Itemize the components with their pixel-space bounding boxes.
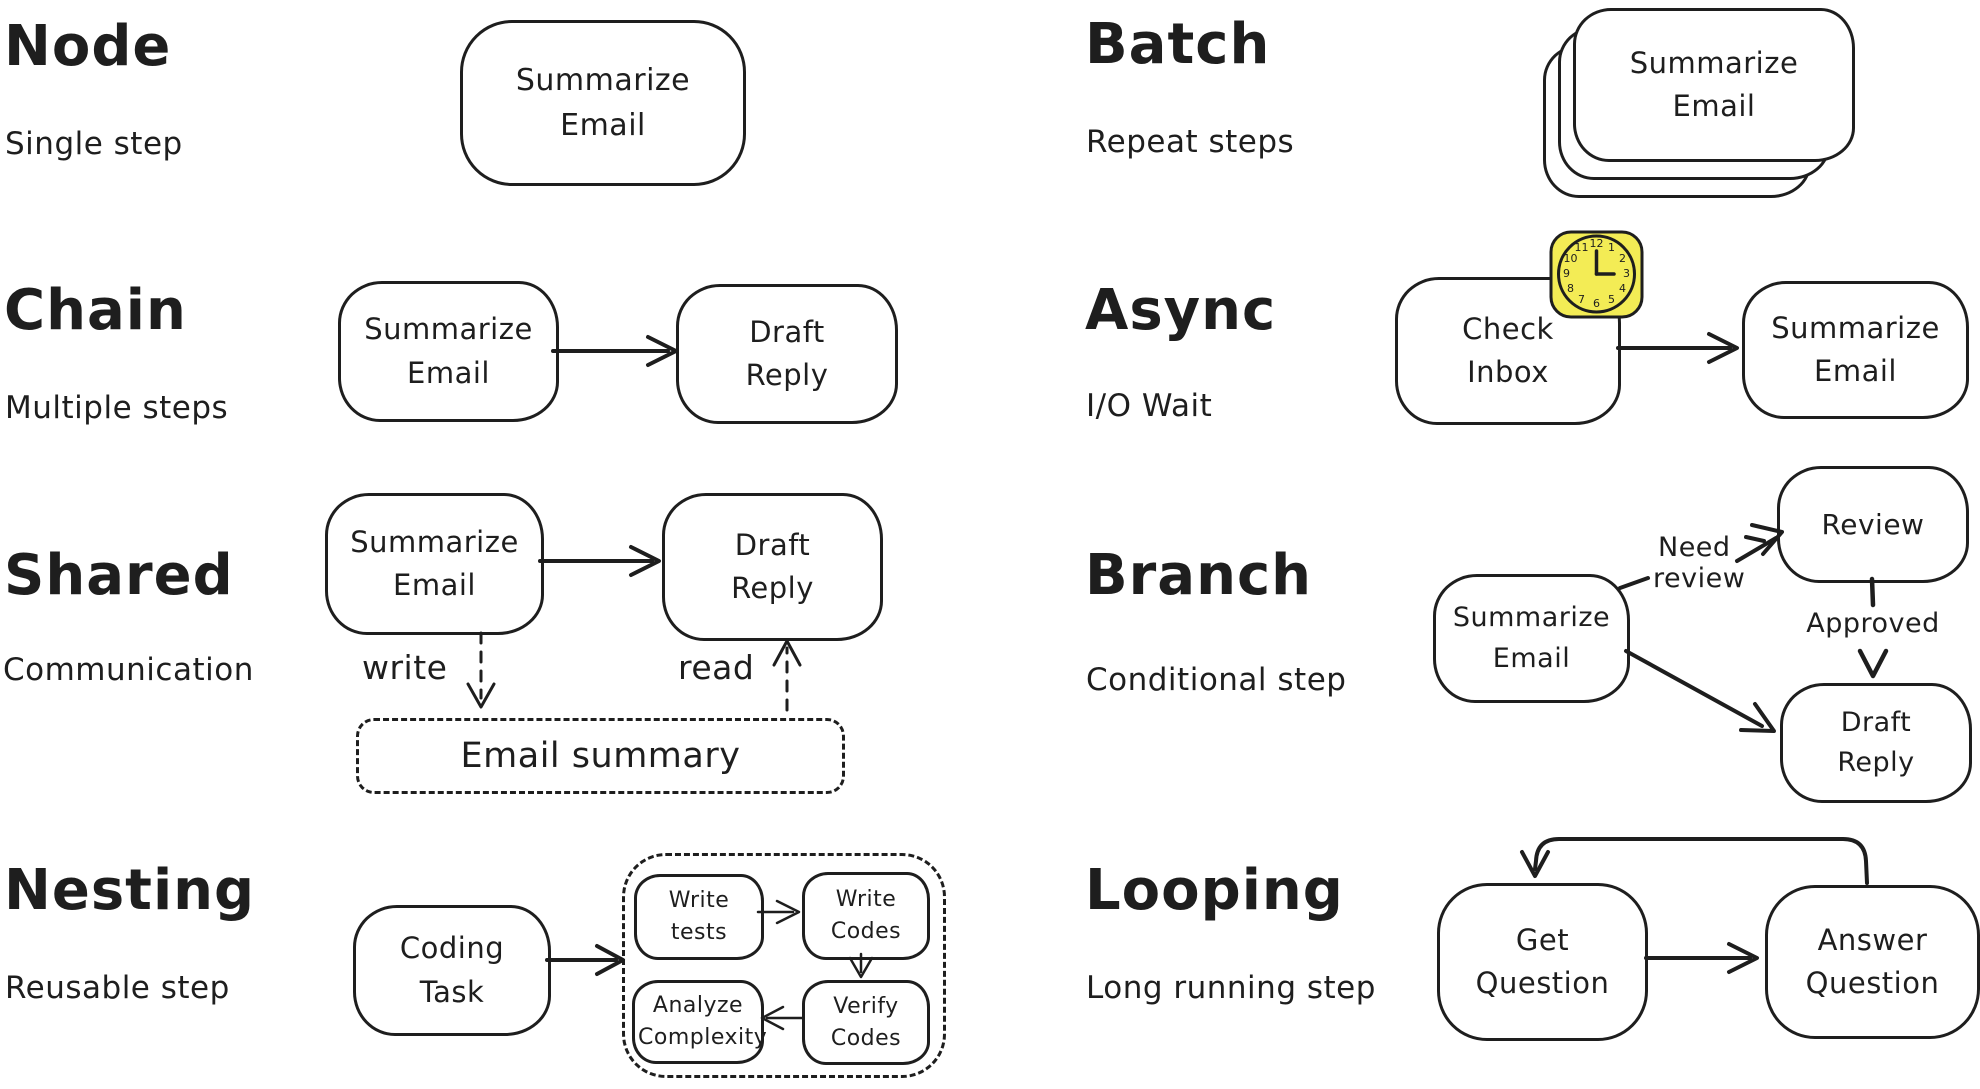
shared-summarize-email-box: Summarize Email <box>325 493 544 635</box>
chain-draft-reply-box: Draft Reply <box>676 284 898 424</box>
shared-section-subtitle: Communication <box>3 652 254 688</box>
clock-numeral: 7 <box>1578 293 1585 306</box>
nesting-arrow <box>545 944 625 976</box>
chain-summarize-email-box: Summarize Email <box>338 281 559 422</box>
branch-summarize-email-label: Summarize Email <box>1452 602 1611 674</box>
async-summarize-email-box: Summarize Email <box>1742 281 1969 419</box>
clock-numeral: 12 <box>1590 237 1604 250</box>
branch-approved-label: Approved <box>1806 608 1940 639</box>
nesting-analyze-complexity-box: Analyze Complexity <box>632 980 768 1064</box>
nesting-coding-task-label: Coding Task <box>399 931 505 1009</box>
nesting-write-tests-label: Write tests <box>668 888 730 945</box>
clock-numeral: 2 <box>1619 252 1626 265</box>
looping-get-question-label: Get Question <box>1475 922 1610 1001</box>
node-section-subtitle: Single step <box>5 126 183 162</box>
branch-review-condition-label: review <box>1653 563 1746 594</box>
chain-section-title: Chain <box>4 278 187 343</box>
branch-section-title: Branch <box>1085 543 1313 608</box>
clock-numeral: 9 <box>1563 267 1570 280</box>
nesting-verify-codes-label: Verify Codes <box>830 993 902 1051</box>
nesting-coding-task-box: Coding Task <box>353 905 551 1036</box>
branch-summarize-email-box: Summarize Email <box>1433 574 1630 703</box>
nesting-write-codes-label: Write Codes <box>830 887 902 944</box>
async-section-subtitle: I/O Wait <box>1086 388 1213 424</box>
nesting-write-codes-box: Write Codes <box>802 872 930 960</box>
branch-section-subtitle: Conditional step <box>1086 662 1347 698</box>
nesting-write-tests-box: Write tests <box>634 874 764 960</box>
clock-icon: 12 1 2 3 4 5 6 7 8 9 10 11 <box>1549 230 1644 319</box>
shared-section-title: Shared <box>4 543 234 608</box>
shared-draft-reply-label: Draft Reply <box>731 527 814 606</box>
clock-numeral: 4 <box>1619 282 1626 295</box>
batch-summarize-email-label: Summarize Email <box>1629 45 1799 124</box>
shared-write-arrow <box>466 631 496 709</box>
chain-section-subtitle: Multiple steps <box>5 390 229 426</box>
branch-draft-reply-label: Draft Reply <box>1837 706 1915 779</box>
async-arrow <box>1616 332 1739 364</box>
looping-answer-question-label: Answer Question <box>1805 922 1940 1001</box>
shared-draft-reply-box: Draft Reply <box>662 493 883 641</box>
async-summarize-email-label: Summarize Email <box>1771 310 1940 389</box>
shared-read-label: read <box>678 648 755 687</box>
looping-section-title: Looping <box>1085 858 1344 923</box>
nesting-verify-codes-box: Verify Codes <box>802 980 930 1065</box>
node-section-title: Node <box>4 14 172 79</box>
clock-numeral: 11 <box>1575 241 1589 254</box>
looping-get-question-box: Get Question <box>1437 883 1648 1041</box>
nesting-section-subtitle: Reusable step <box>5 970 230 1006</box>
chain-draft-reply-label: Draft Reply <box>745 314 829 393</box>
clock-numeral: 6 <box>1593 297 1600 310</box>
node-summarize-email-box: Summarize Email <box>460 20 746 186</box>
batch-section-subtitle: Repeat steps <box>1086 124 1295 160</box>
shared-read-arrow <box>772 639 802 712</box>
branch-draft-reply-box: Draft Reply <box>1780 683 1972 803</box>
branch-direct-arrow <box>1624 649 1776 733</box>
looping-arrow <box>1644 942 1759 974</box>
shared-summarize-email-label: Summarize Email <box>350 524 519 603</box>
clock-numeral: 5 <box>1608 293 1615 306</box>
branch-review-box: Review <box>1777 466 1969 583</box>
batch-section-title: Batch <box>1085 12 1271 77</box>
async-check-inbox-label: Check Inbox <box>1462 311 1554 390</box>
clock-numeral: 3 <box>1623 267 1630 280</box>
looping-section-subtitle: Long running step <box>1086 970 1376 1006</box>
clock-numeral: 8 <box>1567 282 1574 295</box>
clock-numeral: 1 <box>1608 241 1615 254</box>
node-summarize-email-label: Summarize Email <box>515 63 691 143</box>
nesting-section-title: Nesting <box>4 858 256 923</box>
nesting-analyze-complexity-label: Analyze Complexity <box>638 993 768 1050</box>
shared-email-summary-label: Email summary <box>460 736 741 776</box>
chain-summarize-email-label: Summarize Email <box>364 312 533 390</box>
batch-summarize-email-card: Summarize Email <box>1573 8 1855 162</box>
shared-write-label: write <box>362 648 448 687</box>
branch-review-label: Review <box>1821 507 1925 541</box>
branch-need-label: Need <box>1658 532 1731 563</box>
looping-answer-question-box: Answer Question <box>1765 885 1980 1039</box>
async-section-title: Async <box>1085 278 1277 343</box>
shared-arrow <box>538 545 661 577</box>
shared-email-summary-store: Email summary <box>356 718 845 794</box>
clock-numeral: 10 <box>1564 252 1578 265</box>
chain-arrow <box>551 335 678 367</box>
looping-return-arrow <box>1520 837 1869 885</box>
